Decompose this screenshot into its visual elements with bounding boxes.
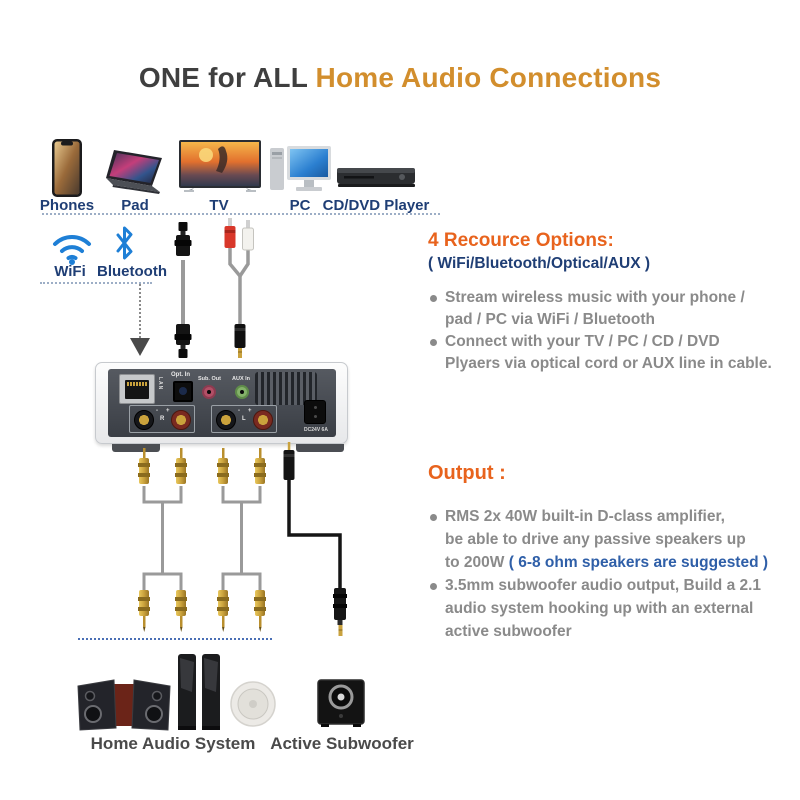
output-bullet-2: 3.5mm subwoofer audio output, Build a 2.… (428, 574, 794, 643)
bullet-dot-icon (430, 339, 437, 346)
tv-icon (178, 139, 262, 202)
device-label-tv: TV (209, 197, 229, 214)
output-section: Output : RMS 2x 40W built-in D-class amp… (428, 462, 794, 643)
bullet-dot-icon (430, 295, 437, 302)
phone-icon (50, 138, 84, 203)
power-inlet (304, 400, 326, 424)
terminal-post-positive (253, 410, 273, 430)
power-spec-label: DC24V 6A (304, 427, 328, 433)
rca-aux-cable (215, 216, 265, 367)
aux-in-port-label: AUX In (232, 376, 251, 382)
terminal-post-positive (171, 410, 191, 430)
resource-heading: 4 Recource Options: (428, 230, 614, 251)
tablet-icon (104, 148, 170, 203)
resource-subheading: ( WiFi/Bluetooth/Optical/AUX ) (428, 255, 651, 272)
amplifier-back-panel: LAN Opt. In Sub. Out AUX In DC24V 6A - R… (108, 369, 336, 437)
output-bullet-1: RMS 2x 40W built-in D-class amplifier, b… (428, 505, 794, 574)
left-channel-label: L (242, 416, 246, 422)
resource-bullet-2: Connect with your TV / PC / CD / DVD Ply… (428, 331, 790, 375)
optical-in-port (173, 381, 193, 402)
subwoofer-cable (278, 440, 356, 650)
optical-port-label: Opt. In (171, 372, 190, 378)
right-channel-label: R (160, 416, 165, 422)
terminal-post-negative (134, 410, 154, 430)
device-label-pc: PC (289, 197, 311, 214)
lan-port (119, 374, 155, 404)
active-subwoofer-icon (316, 678, 366, 735)
down-arrow-icon (130, 338, 150, 356)
resource-options-section: 4 Recource Options: ( WiFi/Bluetooth/Opt… (428, 230, 790, 375)
speakers-dotted-divider (78, 638, 272, 640)
bluetooth-icon (114, 223, 136, 270)
ohm-suggestion-note: ( 6-8 ohm speakers are suggested ) (508, 554, 769, 571)
bookshelf-speakers-icon (76, 676, 172, 739)
resource-bullet-1: Stream wireless music with your phone / … (428, 287, 790, 331)
pc-icon (268, 144, 332, 201)
speaker-wire-harness (130, 444, 300, 645)
device-label-phones: Phones (39, 197, 95, 214)
ceiling-speaker-icon (229, 680, 277, 733)
terminal-post-negative (216, 410, 236, 430)
optical-cable (168, 220, 198, 371)
lan-port-label: LAN (157, 377, 163, 391)
output-heading: Output : (428, 462, 506, 484)
bullet-dot-icon (430, 514, 437, 521)
ventilation-slots (255, 372, 317, 405)
amplifier-device: LAN Opt. In Sub. Out AUX In DC24V 6A - R… (95, 362, 348, 444)
sub-out-jack (202, 385, 216, 399)
tower-speakers-icon (176, 652, 222, 739)
aux-in-jack (235, 385, 249, 399)
devices-dotted-divider (42, 213, 440, 215)
home-audio-system-label: Home Audio System (90, 734, 256, 753)
amp-foot-left (112, 444, 160, 452)
active-subwoofer-label: Active Subwoofer (270, 734, 414, 753)
sub-out-port-label: Sub. Out (198, 376, 221, 382)
page-title: ONE for ALL Home Audio Connections (0, 62, 800, 94)
wifi-icon (48, 229, 96, 272)
wifi-label: WiFi (54, 263, 86, 280)
amp-foot-right (296, 444, 344, 452)
speaker-terminals-right: - R + (129, 405, 195, 433)
wireless-arrow-stem (139, 284, 141, 338)
title-orange-part: Home Audio Connections (307, 62, 662, 93)
cd-dvd-player-icon (336, 162, 416, 197)
wireless-dotted-divider (40, 282, 152, 284)
speaker-terminals-left: - L + (211, 405, 277, 433)
device-label-pad: Pad (121, 197, 149, 214)
title-dark-part: ONE for ALL (138, 62, 308, 93)
device-label-cd-dvd: CD/DVD Player (322, 197, 430, 214)
bullet-dot-icon (430, 583, 437, 590)
bluetooth-label: Bluetooth (97, 263, 167, 280)
